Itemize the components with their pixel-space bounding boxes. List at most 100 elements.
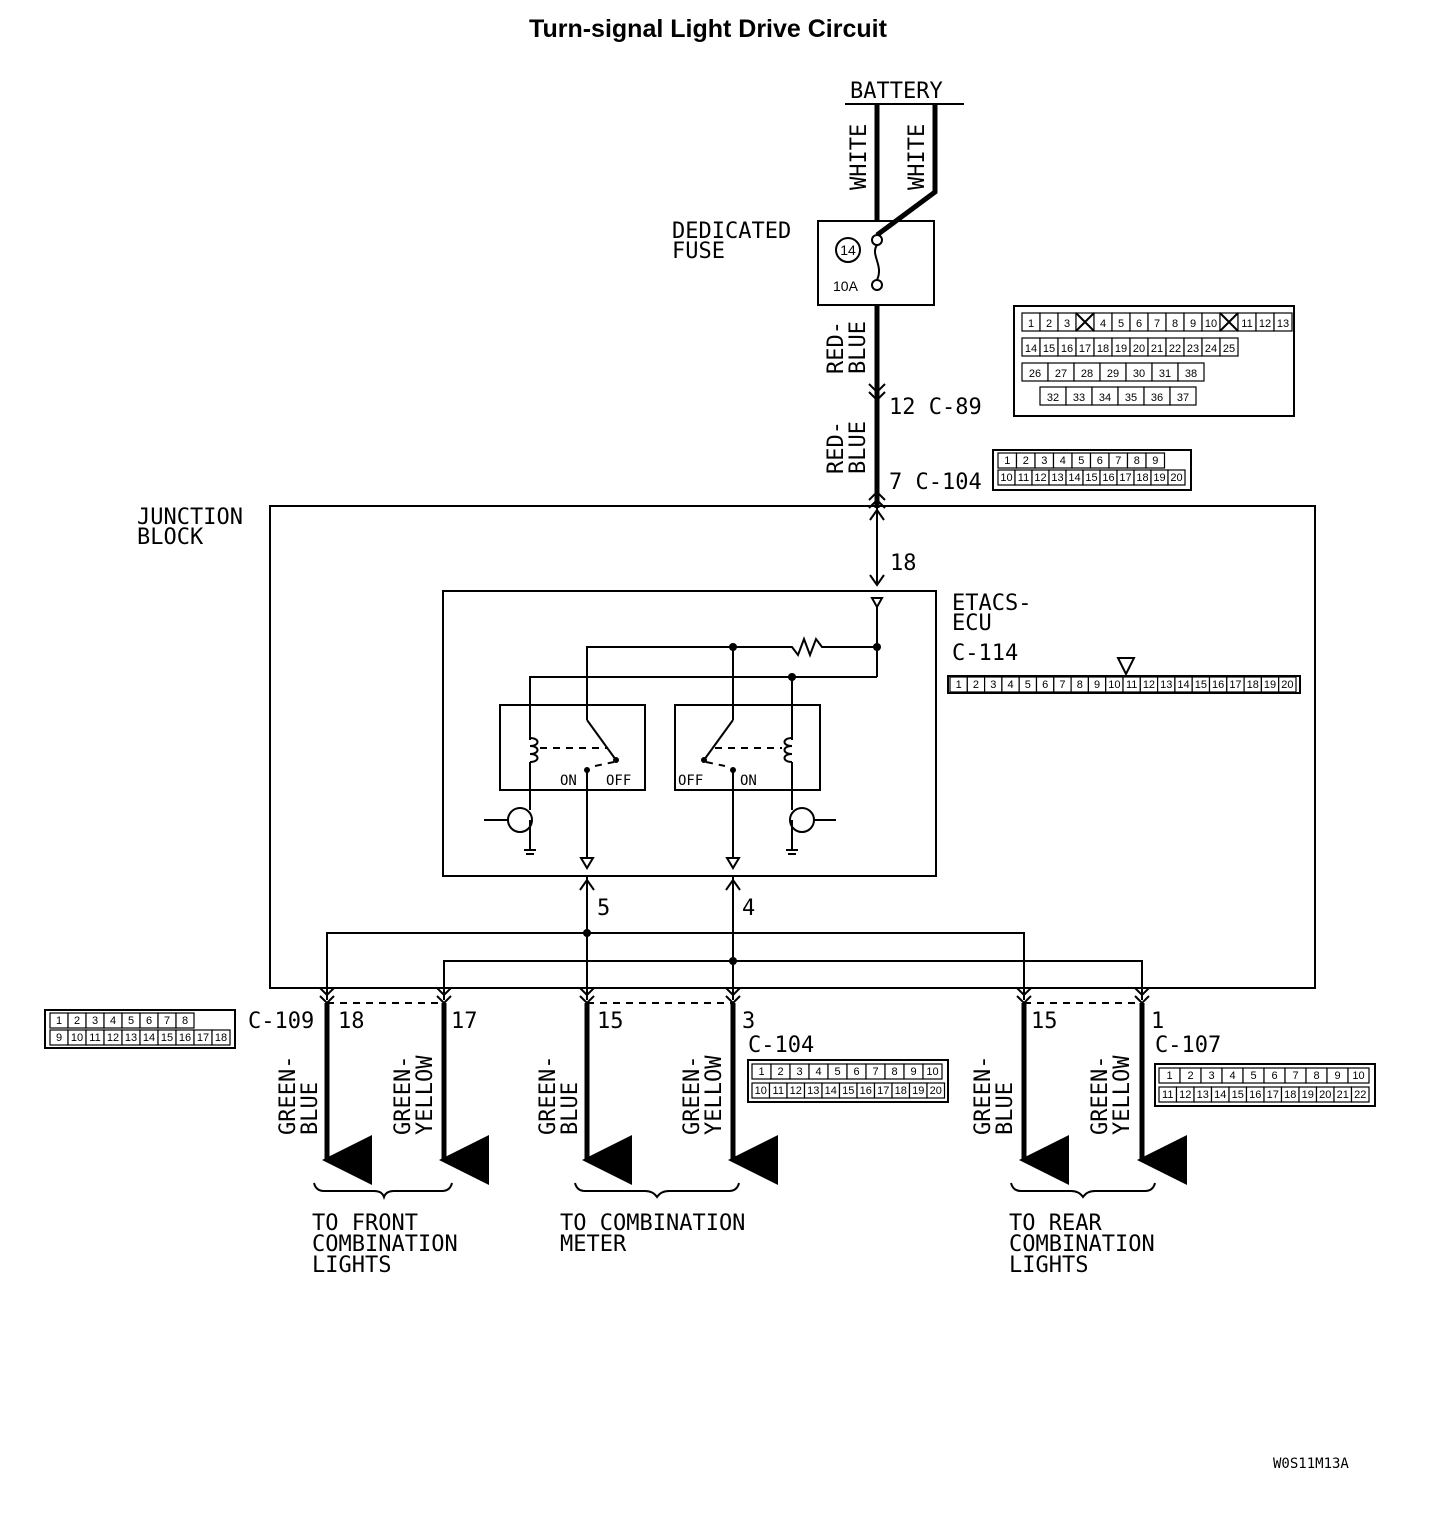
connector-chevron xyxy=(725,987,741,997)
c89-cell-label: 33 xyxy=(1073,392,1085,404)
c104b-cell-label: 1 xyxy=(758,1066,764,1078)
c104-cell-label: 9 xyxy=(1152,455,1158,467)
c89-cell-label: 31 xyxy=(1159,368,1171,380)
front-gb-label-a: GREEN- xyxy=(276,1056,301,1135)
c107-pin-15: 15 xyxy=(1031,1009,1058,1034)
c89-cell-label: 35 xyxy=(1125,392,1137,404)
dest-meter-2: METER xyxy=(560,1232,627,1257)
c104-cell-label: 13 xyxy=(1051,472,1063,484)
c89-cell-label: 23 xyxy=(1187,343,1199,355)
fuse-number: 14 xyxy=(840,242,856,258)
c104-cell-label: 6 xyxy=(1097,455,1103,467)
front-gb-label-b: BLUE xyxy=(298,1082,323,1135)
c104-cell-label: 10 xyxy=(1000,472,1012,484)
c104-cell-label: 11 xyxy=(1018,472,1029,484)
c89-cell-label: 12 xyxy=(1259,318,1271,330)
front-brace xyxy=(313,1182,453,1201)
c114-cell-label: 15 xyxy=(1195,679,1207,691)
c107-pin-1: 1 xyxy=(1151,1009,1164,1034)
c104b-cell-label: 5 xyxy=(834,1066,840,1078)
c89-cell-cross xyxy=(1219,312,1239,332)
c109-cell xyxy=(175,1012,195,1029)
c114-cell-label: 2 xyxy=(973,679,979,691)
c104-cell-label: 20 xyxy=(1170,472,1182,484)
c89-cell-label: 11 xyxy=(1241,318,1252,330)
fuse-terminal-bottom xyxy=(871,279,883,291)
c104b-cell-label: 10 xyxy=(926,1066,938,1078)
c89-cell-label: 3 xyxy=(1064,318,1070,330)
c107-cell-label: 18 xyxy=(1284,1089,1296,1101)
c104-cell-label: 2 xyxy=(1023,455,1029,467)
c89-cell-label: 26 xyxy=(1029,368,1041,380)
ecu-output-4 xyxy=(725,857,741,870)
relay-1-switch xyxy=(586,719,617,761)
c104b-cell-label: 20 xyxy=(930,1085,942,1097)
c104-pin-15: 15 xyxy=(597,1009,624,1034)
ecu-pin-4: 4 xyxy=(742,896,755,921)
c89-cell-label: 16 xyxy=(1061,343,1073,355)
c89-cell-label: 14 xyxy=(1025,343,1037,355)
c104-cell xyxy=(1167,469,1186,486)
relay-2-on: ON xyxy=(740,773,757,789)
white-wire-2-label: WHITE xyxy=(905,124,930,190)
ecu-pin-5: 5 xyxy=(597,896,610,921)
jb-arrow-up xyxy=(869,508,885,521)
c89-cell-label: 24 xyxy=(1205,343,1217,355)
ecu-name-2: ECU xyxy=(952,611,992,636)
c109-cell-label: 13 xyxy=(125,1032,137,1044)
c114-cell-label: 16 xyxy=(1212,679,1224,691)
c104-cell-label: 1 xyxy=(1004,455,1010,467)
c89-cell-label: 9 xyxy=(1190,318,1196,330)
c89-cell-label: 7 xyxy=(1154,318,1160,330)
c114-cell-label: 20 xyxy=(1281,679,1293,691)
c107-label: C-107 xyxy=(1155,1033,1221,1058)
ecu-resistor-line xyxy=(586,636,877,692)
rear-gy-label-a: GREEN- xyxy=(1088,1056,1113,1135)
c114-cell-label: 3 xyxy=(990,679,996,691)
c107-cell-label: 16 xyxy=(1249,1089,1261,1101)
c107-cell xyxy=(1350,1086,1370,1103)
transistor-1 xyxy=(507,807,533,833)
c89-cell-label: 25 xyxy=(1223,343,1235,355)
c104-cell-label: 7 xyxy=(1115,455,1121,467)
c109-cell-label: 3 xyxy=(92,1015,98,1027)
c104-cell-label: 19 xyxy=(1153,472,1165,484)
fuse-terminal-top xyxy=(871,234,883,246)
c104-cell-label: 5 xyxy=(1078,455,1084,467)
relay-1 xyxy=(499,704,646,791)
c89-cell-label: 30 xyxy=(1133,368,1145,380)
figure-code: W0S11M13A xyxy=(1273,1456,1349,1472)
c109-cell-label: 12 xyxy=(107,1032,119,1044)
c107-cell-label: 9 xyxy=(1334,1070,1340,1082)
c104b-cell-label: 15 xyxy=(842,1085,854,1097)
c107-cell-label: 2 xyxy=(1187,1070,1193,1082)
c89-cell-label: 6 xyxy=(1136,318,1142,330)
c89-cell-label: 27 xyxy=(1055,368,1067,380)
c104b-cell-label: 7 xyxy=(872,1066,878,1078)
white-wire-1-label: WHITE xyxy=(847,124,872,190)
junction-block-label-2: BLOCK xyxy=(137,525,204,550)
relay-2 xyxy=(674,704,821,791)
front-gy-label-b: YELLOW xyxy=(413,1055,438,1135)
c104-top-pin-label: 7 C-104 xyxy=(889,470,982,495)
c104-top-chevron-a xyxy=(868,490,886,501)
c114-cell-label: 17 xyxy=(1229,679,1241,691)
dest-front-1: TO FRONT xyxy=(312,1211,418,1236)
c89-cell-label: 5 xyxy=(1118,318,1124,330)
c104b-cell-label: 16 xyxy=(860,1085,872,1097)
ecu-output-5 xyxy=(579,857,595,870)
c107-cell xyxy=(1347,1067,1370,1084)
bus-left-output xyxy=(326,932,1025,1000)
c109-cell-label: 2 xyxy=(74,1015,80,1027)
c107-cell-label: 5 xyxy=(1250,1070,1256,1082)
c89-cell-label: 29 xyxy=(1107,368,1119,380)
fuse-label-1: DEDICATED xyxy=(672,219,791,244)
relay-1-coil xyxy=(529,737,539,763)
c89-cell-label: 20 xyxy=(1133,343,1145,355)
red-blue-label-2b: BLUE xyxy=(846,421,871,474)
c114-cell-label: 4 xyxy=(1007,679,1013,691)
